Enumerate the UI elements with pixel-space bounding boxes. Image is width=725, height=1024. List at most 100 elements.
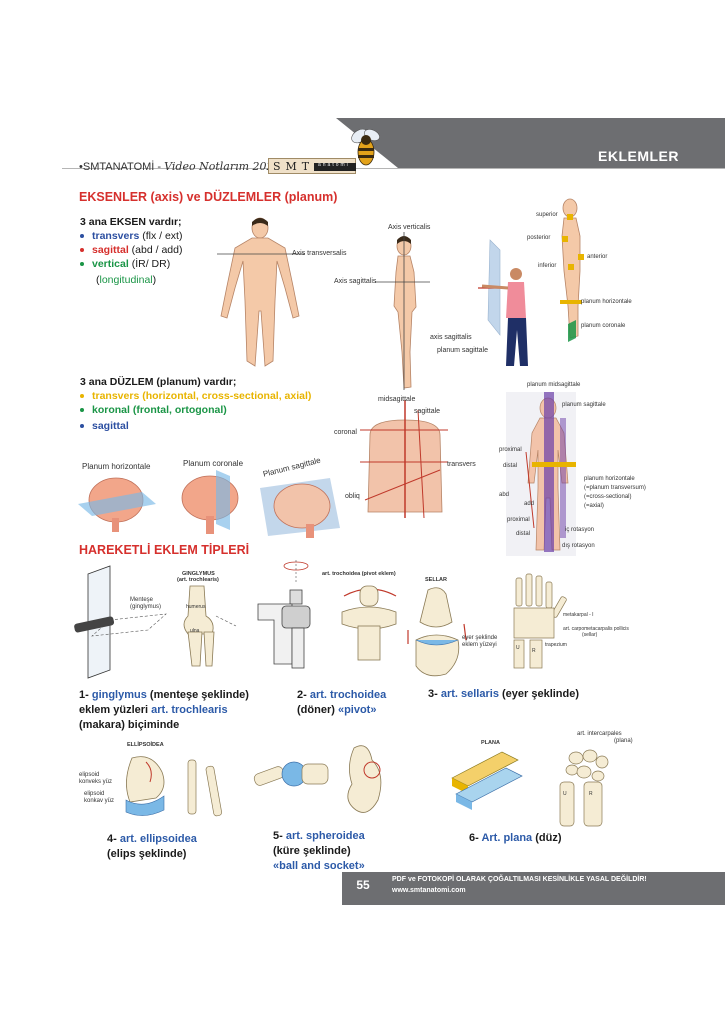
- label-plana-title: PLANA: [481, 740, 500, 746]
- axes-section-title: EKSENLER (axis) ve DÜZLEMLER (planum): [79, 190, 338, 204]
- hips-figure: [360, 400, 448, 519]
- caption-num: 3-: [428, 688, 441, 700]
- axis-name: transvers: [92, 230, 140, 242]
- caption-name: art. ellipsoidea: [119, 833, 197, 845]
- paren-open: (: [96, 274, 100, 286]
- label-hand-R: R: [532, 648, 536, 654]
- caption-rest: (menteşe şeklinde): [146, 689, 249, 701]
- label-planum-sagittale: planum sagittale: [437, 347, 488, 354]
- spheroid-figure: [253, 745, 382, 813]
- caption-num: 4-: [107, 833, 120, 845]
- label-axis-sagittalis-lower: axis sagittalis: [430, 334, 472, 341]
- ellipsoid-figure: [125, 756, 222, 817]
- brand-prefix: •SMTANATOMİ -: [79, 161, 165, 173]
- label-konveks-1: elipsoid: [79, 772, 100, 778]
- saddle-figure: [407, 587, 467, 677]
- pivot-bone-figure: [341, 585, 397, 661]
- label-wrist-R: R: [589, 791, 593, 797]
- label-ginglymus-sub: (art. trochlearis): [177, 577, 219, 583]
- header-rule: [62, 168, 725, 169]
- caption-line2a: eklem yüzleri: [79, 704, 152, 716]
- label-planum-horizontale2: planum horizontale: [584, 476, 635, 482]
- label-konkav-2: konkav yüz: [84, 798, 115, 804]
- label-add: add: [524, 501, 535, 507]
- axis-note: (longitudinal): [96, 274, 156, 286]
- label-humerus: humerus: [186, 604, 206, 610]
- label-axis-transversalis: Axis transversalis: [292, 250, 347, 257]
- bullet-icon: [80, 234, 84, 239]
- axes-intro: 3 ana EKSEN vardır;: [80, 216, 182, 228]
- axis-item-vertical: vertical (İR/ DR): [80, 258, 170, 270]
- label-ginglymus-title: GINGLYMUS: [182, 571, 215, 577]
- caption-line3: (makara) biçiminde: [79, 719, 180, 731]
- label-distal2: distal: [516, 531, 531, 537]
- label-axis-sagittalis: Axis sagittalis: [334, 278, 377, 285]
- bullet-icon: [80, 248, 84, 253]
- joint-types-title: HAREKETLİ EKLEM TİPLERİ: [79, 543, 250, 557]
- archer-figure: [478, 239, 528, 366]
- axis-desc: (flx / ext): [139, 230, 183, 242]
- axis-name: sagittal: [92, 244, 129, 256]
- footer-url[interactable]: www.smtanatomi.com: [392, 887, 466, 894]
- label-eyer-2: eklem yüzeyi: [462, 642, 497, 648]
- label-brain-horizontale: Planum horizontale: [82, 462, 151, 471]
- label-midsagittale: midsagittale: [378, 396, 416, 403]
- label-brain-sagittale: Planum sagittale: [262, 455, 322, 479]
- label-anterior: anterior: [587, 254, 608, 260]
- caption-name: art. trochoidea: [309, 689, 387, 701]
- label-carpometa: art. carpometacarpalis pollicis: [563, 626, 629, 632]
- axis-name: vertical: [92, 258, 129, 270]
- label-trochoidea-title: art. trochoidea (pivot eklem): [322, 571, 396, 577]
- bullet-icon: [80, 408, 84, 413]
- paren-close: ): [152, 274, 157, 286]
- caption-num: 1-: [79, 689, 92, 701]
- bullet-icon: [80, 424, 84, 429]
- logo-tail: [314, 163, 356, 171]
- label-mentese-sub: (ginglymus): [130, 604, 162, 610]
- label-metakarpal: metakarpal - I: [563, 612, 594, 618]
- label-abd: abd: [499, 492, 510, 498]
- caption-name: art. sellaris: [440, 688, 499, 700]
- caption-line2a: (döner): [297, 704, 338, 716]
- body-front-figure: [217, 217, 305, 367]
- plane-item-sagittal: sagittal: [80, 420, 129, 432]
- label-superior: superior: [536, 212, 558, 218]
- label-sagittale: sagittale: [414, 408, 441, 415]
- caption-num: 6-: [469, 832, 482, 844]
- body-side-figure: [375, 232, 430, 390]
- caption-line2b: art. trochlearis: [151, 704, 228, 716]
- caption-ginglymus: 1- ginglymus (menteşe şeklinde) eklem yü…: [79, 688, 249, 733]
- plane-item-transvers: transvers (horizontal, cross-sectional, …: [80, 390, 311, 402]
- label-wrist-U: U: [563, 791, 567, 797]
- caption-plana: 6- Art. plana (düz): [469, 831, 562, 846]
- pivot-post-figure: [257, 560, 311, 669]
- label-axis-verticalis: Axis verticalis: [388, 224, 431, 231]
- label-ic-rotasyon: iç rotasyon: [565, 527, 595, 533]
- caption-line2: (küre şeklinde): [273, 845, 351, 857]
- label-mentese: Menteşe: [130, 597, 154, 603]
- label-inferior: inferior: [538, 263, 557, 269]
- label-obliq: obliq: [345, 493, 360, 500]
- label-pht-line2: (=planum transversum): [584, 485, 646, 491]
- brain-sagittal-figure: [260, 478, 340, 538]
- caption-num: 2-: [297, 689, 310, 701]
- caption-line2b: «pivot»: [337, 704, 377, 716]
- hand-bones-figure: [513, 573, 567, 669]
- label-planum-sagittale2: planum sagittale: [562, 402, 606, 408]
- wrist-bones-figure: [559, 749, 609, 827]
- label-konkav-1: elipsoid: [84, 791, 105, 797]
- axis-desc: (abd / add): [128, 244, 183, 256]
- header-band: [336, 118, 725, 168]
- planes-intro: 3 ana DÜZLEM (planum) vardır;: [80, 376, 237, 388]
- label-planum-coronale: planum coronale: [581, 323, 626, 329]
- footer-note: PDF ve FOTOKOPİ OLARAK ÇOĞALTILMASI KESİ…: [392, 876, 647, 883]
- label-konveks-2: konveks yüz: [79, 779, 113, 785]
- label-sellar-title: SELLAR: [425, 577, 447, 583]
- bullet-icon: [80, 394, 84, 399]
- page-number: 55: [356, 878, 370, 892]
- label-brain-coronale: Planum coronale: [183, 459, 244, 468]
- label-ulna: ulna: [190, 628, 200, 634]
- label-pht-line3: (=cross-sectional): [584, 494, 632, 500]
- bullet-icon: [80, 262, 84, 267]
- section-title: EKLEMLER: [598, 148, 679, 164]
